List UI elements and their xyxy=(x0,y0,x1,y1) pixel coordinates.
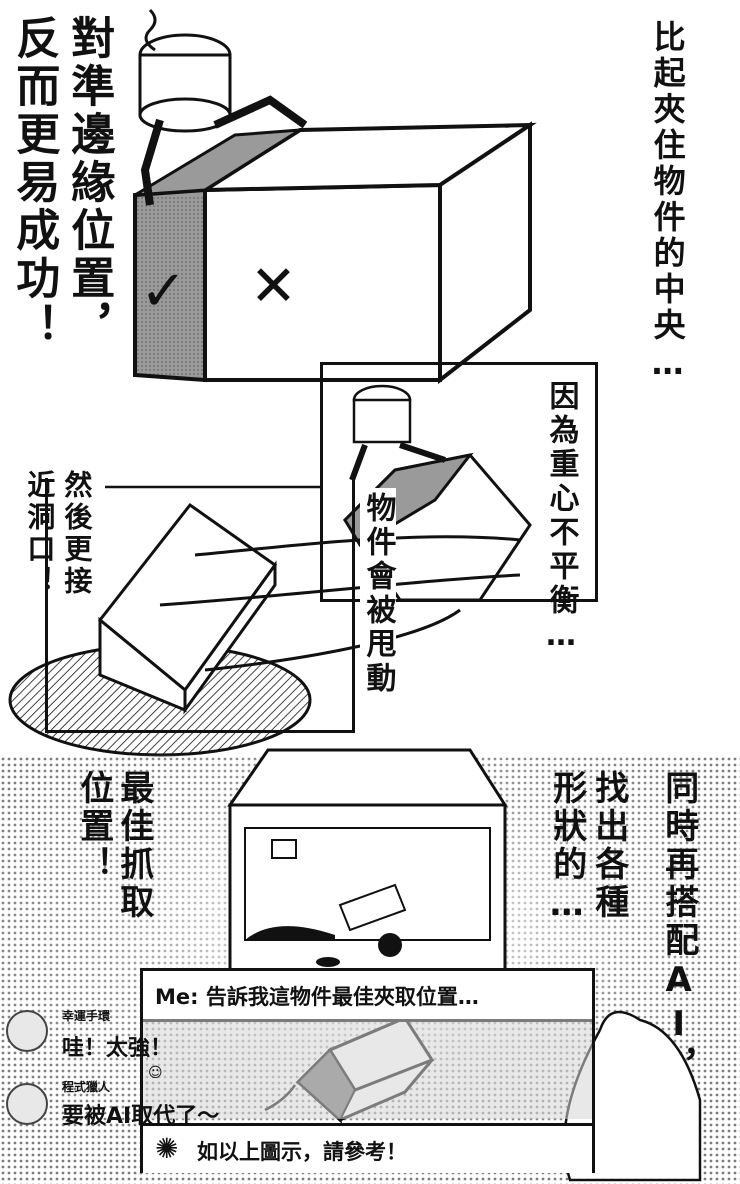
caption-to-hole: 近洞口！ xyxy=(23,470,57,598)
check-mark-icon: ✓ xyxy=(140,259,187,324)
caption-object-swings: 物件會被甩動 xyxy=(360,488,396,700)
caption-more-success: 反而更易成功！ xyxy=(8,15,60,351)
emoji-icon: ☺ xyxy=(148,1065,163,1081)
avatar xyxy=(6,1083,48,1125)
caption-shapes: 形狀的… xyxy=(546,770,587,928)
motion-arrow xyxy=(194,535,521,557)
caption-unbalanced: 因為重心不平衡… xyxy=(543,380,579,657)
ai-prompt-bar: Me: 告訴我這物件最佳夾取位置… xyxy=(143,971,592,1022)
ai-logo-icon: ✺ xyxy=(155,1132,179,1165)
comment-username: 幸運手環 xyxy=(62,1009,111,1023)
caption-position: 位置！ xyxy=(73,770,114,884)
left-panel xyxy=(45,478,355,733)
comment-username: 程式獵人 xyxy=(62,1080,111,1094)
claw-machine-cabinet xyxy=(227,748,508,972)
ai-image-area xyxy=(143,1019,592,1119)
ai-prompt-text: Me: 告訴我這物件最佳夾取位置… xyxy=(155,985,479,1009)
avatar xyxy=(6,1010,48,1052)
cross-mark-icon: ✕ xyxy=(250,254,297,319)
comment-text: 要被AI取代了～ xyxy=(62,1104,220,1129)
caption-find-various: 找出各種 xyxy=(588,770,629,922)
motion-arrow xyxy=(159,573,521,607)
ai-reply-bar: ✺ 如以上圖示，請參考！ xyxy=(143,1123,592,1173)
caption-rather-than-center: 比起夾住物件的中央… xyxy=(648,20,687,386)
inset-panel xyxy=(320,362,598,602)
claw-machine-grabber-top xyxy=(138,8,308,206)
ai-chat-window: Me: 告訴我這物件最佳夾取位置… ✺ 如以上圖示，請參考！ xyxy=(140,968,595,1173)
caption-then-closer: 然後更接 xyxy=(60,470,94,598)
comment-text: 哇！太強！ xyxy=(62,1036,173,1061)
caption-aim-at-edge: 對準邊緣位置， xyxy=(63,15,115,351)
large-box-illustration xyxy=(133,121,537,385)
ai-reply-text: 如以上圖示，請參考！ xyxy=(197,1140,407,1164)
caption-best-grab: 最佳抓取 xyxy=(113,770,154,922)
caption-with-ai: 同時再搭配AI， xyxy=(658,770,699,1086)
